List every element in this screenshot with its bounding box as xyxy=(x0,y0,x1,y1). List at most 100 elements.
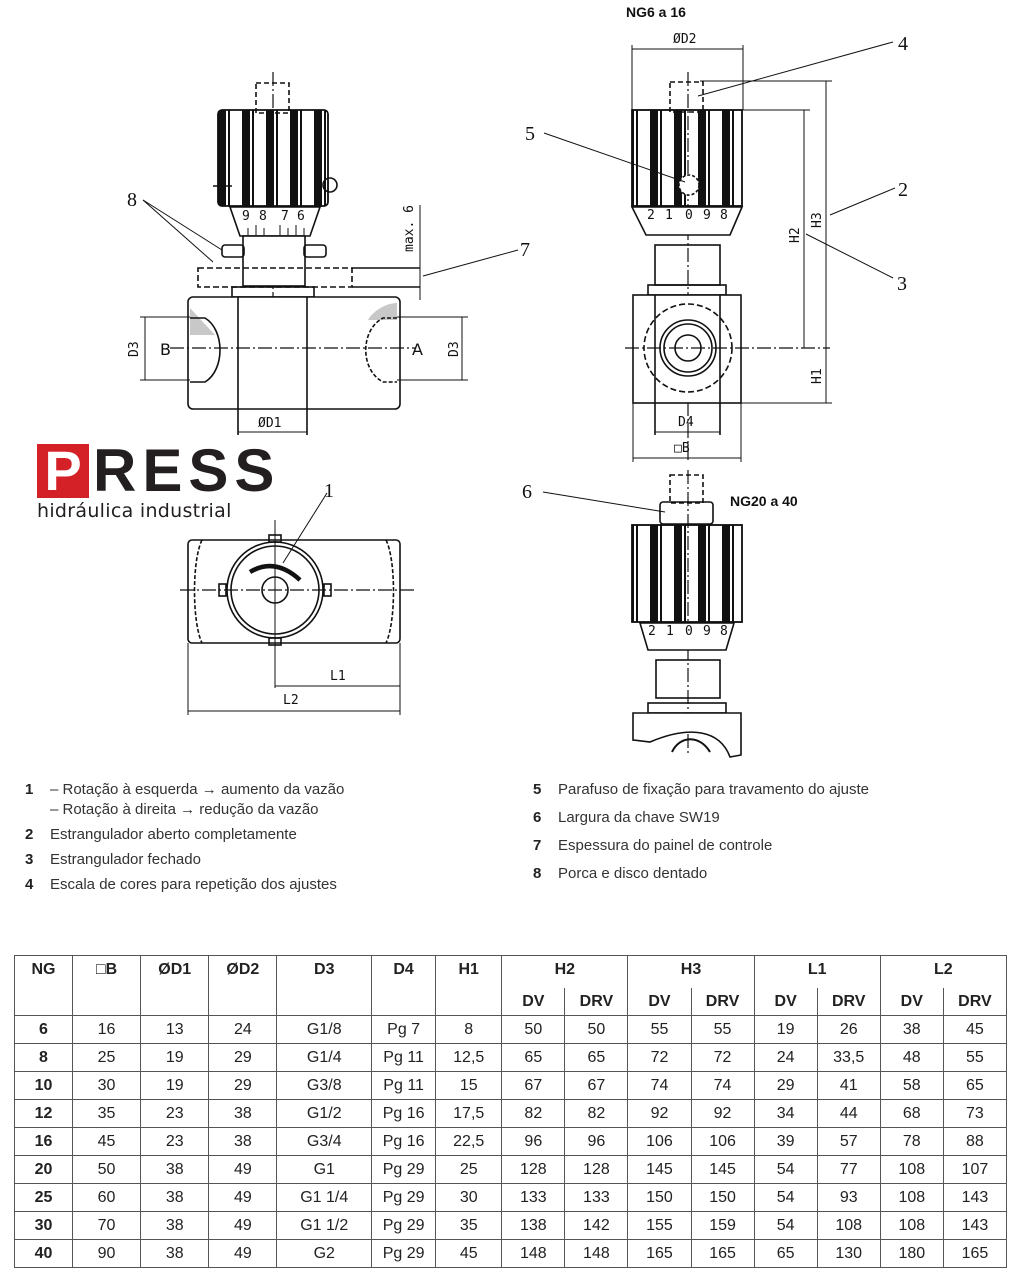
subheader-dv: DV xyxy=(501,988,566,1016)
callout-8: 8 xyxy=(127,189,137,211)
table-cell: 54 xyxy=(753,1155,818,1184)
table-cell: 33,5 xyxy=(816,1043,881,1072)
table-cell: 92 xyxy=(690,1099,755,1128)
table-cell: 108 xyxy=(879,1211,944,1240)
port-b-label: B xyxy=(160,340,171,359)
cell-ng: 25 xyxy=(14,1183,73,1212)
wrench-flat xyxy=(659,501,714,525)
legend-item: 3 Estrangulador fechado xyxy=(25,852,344,867)
table-cell: 38 xyxy=(208,1099,278,1128)
table-cell: 148 xyxy=(564,1239,629,1268)
table-cell: 54 xyxy=(753,1183,818,1212)
table-cell: 108 xyxy=(879,1183,944,1212)
callout-1: 1 xyxy=(324,480,334,502)
legend-text: Estrangulador aberto completamente xyxy=(50,826,297,843)
cell-ng: 20 xyxy=(14,1155,73,1184)
valve-body-top xyxy=(187,539,401,644)
press-logo: P RESS hidráulica industrial xyxy=(37,437,281,522)
front-view: 9 8 7 6 D3 D3 B A ØD1 ma xyxy=(127,72,530,435)
callout-7: 7 xyxy=(520,239,530,261)
subheader-dv: DV xyxy=(753,988,818,1016)
table-cell: 65 xyxy=(942,1071,1008,1100)
threaded-neck xyxy=(242,235,306,287)
scale-digit: 1 xyxy=(665,208,673,223)
table-cell: 143 xyxy=(942,1183,1008,1212)
dim-label-d1: ØD1 xyxy=(258,416,281,431)
col-header: ØD1 xyxy=(140,955,210,1016)
table-cell: 58 xyxy=(879,1071,944,1100)
col-header: ØD2 xyxy=(208,955,278,1016)
callout-3: 3 xyxy=(897,273,907,295)
table-cell: 19 xyxy=(140,1043,210,1072)
table-cell: Pg 11 xyxy=(371,1071,437,1100)
dim-label-l2: L2 xyxy=(283,693,299,708)
table-cell: 133 xyxy=(501,1183,566,1212)
table-cell: 23 xyxy=(140,1127,210,1156)
scale-digit: 9 xyxy=(703,624,711,639)
table-cell: 73 xyxy=(942,1099,1008,1128)
table-cell: 67 xyxy=(501,1071,566,1100)
callout-2: 2 xyxy=(898,179,908,201)
table-cell: 12,5 xyxy=(435,1043,503,1072)
dim-label-d4: D4 xyxy=(678,415,694,430)
table-cell: 107 xyxy=(942,1155,1008,1184)
table-cell: Pg 29 xyxy=(371,1239,437,1268)
table-cell: 133 xyxy=(564,1183,629,1212)
table-cell: 67 xyxy=(564,1071,629,1100)
logo-wordmark: RESS xyxy=(93,437,281,504)
table-cell: 165 xyxy=(627,1239,692,1268)
callout-6: 6 xyxy=(522,481,532,503)
scale-ring xyxy=(228,206,322,237)
col-header-group: L1 xyxy=(753,955,881,988)
table-cell: G1/2 xyxy=(276,1099,373,1128)
legend-number: 2 xyxy=(25,826,34,843)
legend-text: – Rotação à direita → redução da vazão xyxy=(50,801,319,818)
legend-item: 1 – Rotação à esquerda → aumento da vazã… xyxy=(25,782,344,817)
dim-label-h1: H1 xyxy=(810,368,825,384)
scale-digit: 1 xyxy=(666,624,674,639)
table-cell: 130 xyxy=(816,1239,881,1268)
table-cell: 22,5 xyxy=(435,1127,503,1156)
table-cell: 150 xyxy=(627,1183,692,1212)
legend-item: 6 Largura da chave SW19 xyxy=(533,810,869,825)
table-cell: 25 xyxy=(71,1043,142,1072)
table-cell: 96 xyxy=(501,1127,566,1156)
legend-text: Escala de cores para repetição dos ajust… xyxy=(50,876,337,893)
table-cell: 165 xyxy=(942,1239,1008,1268)
table-cell: 48 xyxy=(879,1043,944,1072)
scale-digit: 2 xyxy=(648,624,656,639)
legend-number: 1 xyxy=(25,781,34,798)
table-cell: 150 xyxy=(690,1183,755,1212)
table-cell: 29 xyxy=(753,1071,818,1100)
legend-item: 7 Espessura do painel de controle xyxy=(533,838,869,853)
cell-ng: 40 xyxy=(14,1239,73,1268)
table-cell: 128 xyxy=(564,1155,629,1184)
table-cell: 34 xyxy=(753,1099,818,1128)
cell-ng: 12 xyxy=(14,1099,73,1128)
table-cell: Pg 29 xyxy=(371,1183,437,1212)
table-cell: 78 xyxy=(879,1127,944,1156)
table-cell: 57 xyxy=(816,1127,881,1156)
table-cell: Pg 11 xyxy=(371,1043,437,1072)
cell-ng: 10 xyxy=(14,1071,73,1100)
table-cell: 49 xyxy=(208,1155,278,1184)
table-cell: 60 xyxy=(71,1183,142,1212)
scale-digit: 9 xyxy=(703,208,711,223)
table-cell: 38 xyxy=(140,1155,210,1184)
table-cell: 82 xyxy=(501,1099,566,1128)
table-cell: 25 xyxy=(435,1155,503,1184)
table-cell: 68 xyxy=(879,1099,944,1128)
table-cell: G2 xyxy=(276,1239,373,1268)
technical-drawing: 9 8 7 6 D3 D3 B A ØD1 ma xyxy=(127,32,908,758)
table-cell: 49 xyxy=(208,1239,278,1268)
table-cell: 65 xyxy=(564,1043,629,1072)
table-cell: 30 xyxy=(71,1071,142,1100)
legend-number: 7 xyxy=(533,837,542,854)
table-cell: 55 xyxy=(690,1015,755,1044)
table-cell: G3/4 xyxy=(276,1127,373,1156)
subheader-drv: DRV xyxy=(942,988,1008,1016)
table-cell: 155 xyxy=(627,1211,692,1240)
